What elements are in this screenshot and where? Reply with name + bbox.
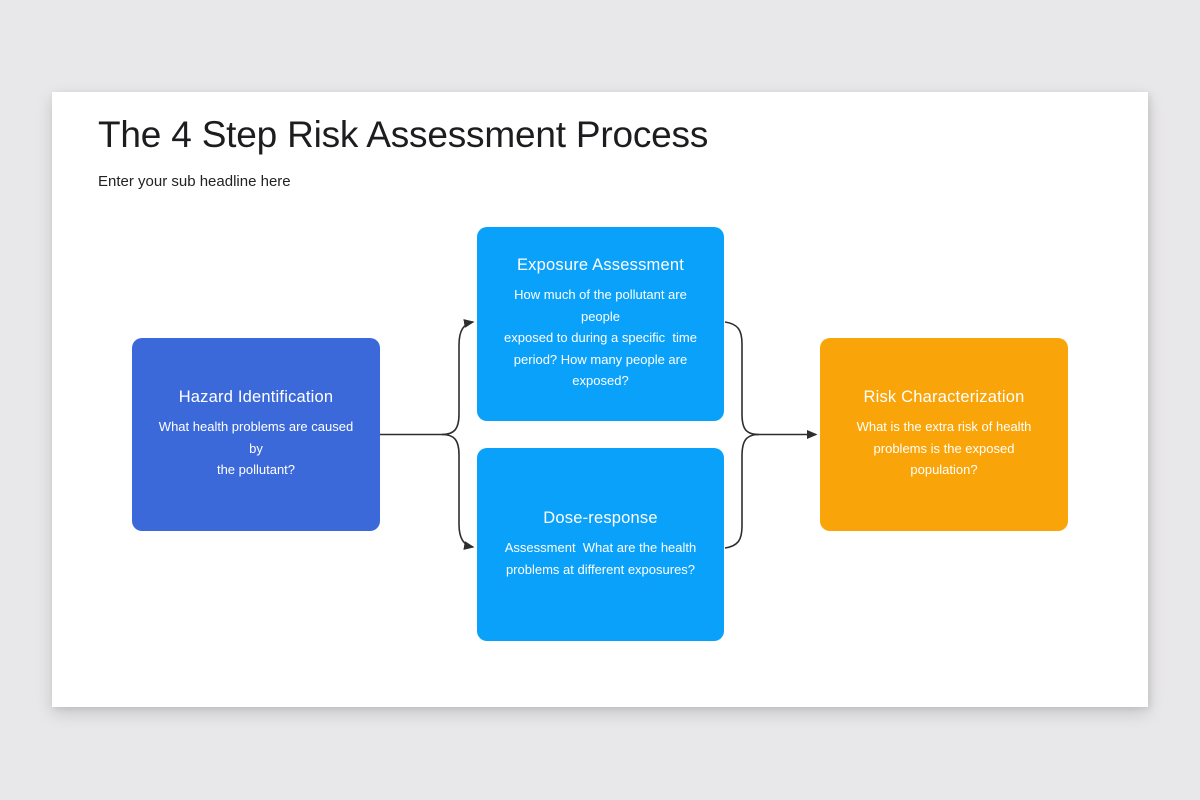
- node-exposure-assessment[interactable]: Exposure Assessment How much of the poll…: [477, 227, 724, 421]
- node-description: What health problems are caused by the p…: [158, 419, 354, 478]
- page-title: The 4 Step Risk Assessment Process: [98, 114, 709, 155]
- slide: The 4 Step Risk Assessment Process Enter…: [52, 92, 1148, 707]
- node-dose-response[interactable]: Dose-response Assessment What are the he…: [477, 448, 724, 641]
- connector-exposure-to-risk: [724, 321, 818, 439]
- node-description: Assessment What are the health problems …: [504, 540, 697, 577]
- node-hazard-identification[interactable]: Hazard Identification What health proble…: [132, 338, 380, 531]
- node-description: How much of the pollutant are people exp…: [504, 287, 697, 389]
- node-title: Exposure Assessment: [516, 256, 685, 275]
- node-title: Risk Characterization: [863, 388, 1025, 407]
- node-title: Dose-response: [543, 509, 658, 527]
- node-description: What is the extra risk of health problem…: [856, 419, 1032, 478]
- connector-dose-to-risk: [724, 433, 760, 549]
- risk-assessment-flowchart: Hazard Identification What health proble…: [52, 92, 1148, 707]
- node-risk-characterization[interactable]: Risk Characterization What is the extra …: [820, 338, 1068, 531]
- connector-hazard-to-dose: [441, 433, 475, 550]
- connector-hazard-to-exposure: [441, 319, 475, 436]
- page-subtitle: Enter your sub headline here: [98, 173, 291, 190]
- node-title: Hazard Identification: [178, 388, 334, 407]
